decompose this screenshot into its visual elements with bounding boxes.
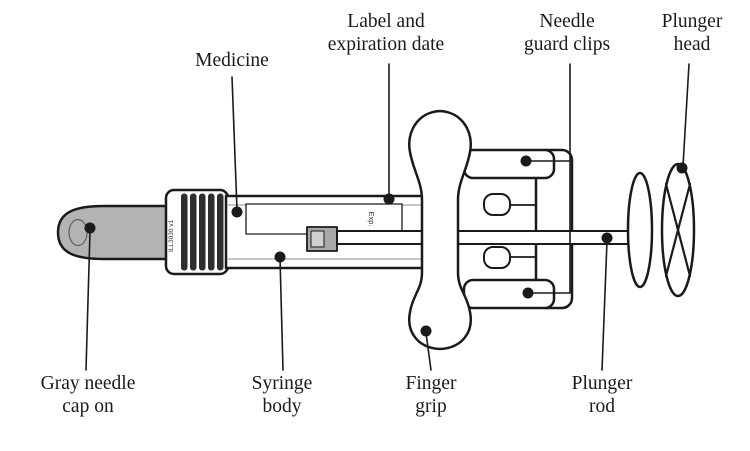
- leader-syringe-body: [279, 257, 284, 371]
- plunger-rod-shaft: [336, 230, 643, 245]
- plunger-stopper-highlight: [310, 230, 325, 248]
- leader-plunger-head: [682, 63, 690, 167]
- guard-clip-slot-bottom: [483, 246, 511, 269]
- plunger-head-inner-disc: [626, 171, 654, 289]
- label-plunger-rod: Plunger rod: [571, 373, 633, 417]
- label-medicine: Medicine: [195, 50, 269, 71]
- rib-bar: [199, 193, 206, 271]
- marker-gray-needle-cap: [84, 222, 96, 234]
- needle-guard-top-arm: [462, 148, 556, 180]
- marker-guard-clip-bottom: [522, 287, 534, 299]
- label-gray-needle-cap: Gray needle cap on: [40, 373, 136, 417]
- needle-cap: [56, 204, 170, 261]
- marker-syringe-body: [274, 251, 286, 263]
- marker-plunger-head: [676, 162, 688, 174]
- marker-label-expiration: [383, 193, 395, 205]
- leader-plunger-rod: [601, 240, 608, 371]
- label-syringe-body: Syringe body: [251, 373, 313, 417]
- label-plunger-head: Plunger head: [661, 11, 723, 55]
- finger-grip-flange: [407, 109, 473, 351]
- label-label-expiration: Label and expiration date: [327, 11, 445, 55]
- rib-bar: [208, 193, 215, 271]
- leader-finger-grip: [425, 332, 432, 371]
- label-finger-grip: Finger grip: [405, 373, 457, 417]
- leader-medicine: [231, 76, 238, 211]
- rib-bar: [217, 193, 224, 271]
- marker-guard-clip-top: [520, 155, 532, 167]
- leader-gray-needle-cap: [85, 230, 91, 371]
- plunger-head-cross-rib: [664, 182, 692, 278]
- needle-guard-plate: [534, 148, 574, 310]
- guard-clip-slot-top: [483, 193, 511, 216]
- rib-bar: [190, 193, 197, 271]
- marker-plunger-rod: [601, 232, 613, 244]
- label-needle-guard-clips: Needle guard clips: [523, 11, 611, 55]
- marker-medicine: [231, 206, 243, 218]
- illustration-id-text: ILL3030 v1: [168, 219, 175, 252]
- rib-bar: [181, 193, 188, 271]
- needle-guard-bottom-arm: [462, 278, 556, 310]
- marker-finger-grip: [420, 325, 432, 337]
- exp-date-text: Exp.: [367, 211, 376, 226]
- leader-needle-guard-clips: [531, 63, 571, 294]
